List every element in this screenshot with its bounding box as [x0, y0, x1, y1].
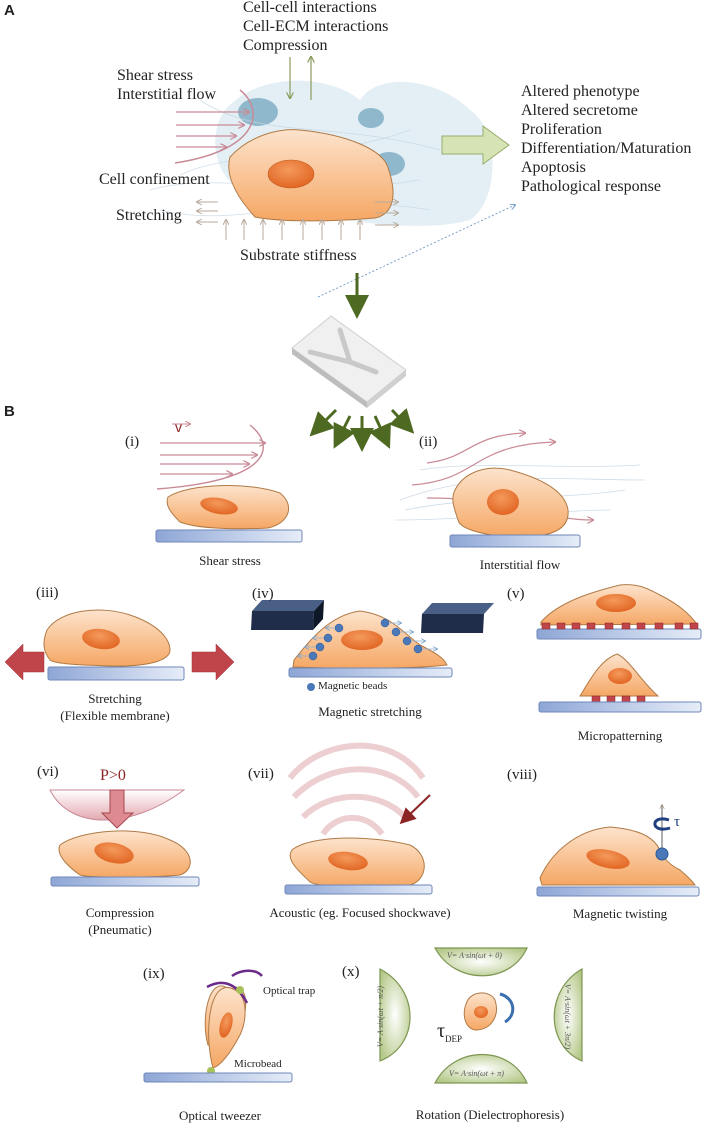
shear-labels: Shear stress Interstitial flow	[117, 66, 216, 104]
dep-subscript: DEP	[445, 1034, 463, 1044]
torque-symbol: τ	[674, 814, 681, 830]
caption-compression: Compression (Pneumatic)	[60, 904, 180, 938]
diagram-dielectrophoresis	[379, 947, 583, 1084]
label-microbead: Microbead	[234, 1058, 282, 1070]
label-shear-stress: Shear stress	[117, 67, 193, 84]
stretching-arrows	[197, 202, 398, 225]
outcome-item: Differentiation/Maturation	[521, 140, 692, 157]
diagram-optical-tweezer	[143, 969, 293, 1083]
label-compression: Compression	[243, 37, 328, 54]
velocity-symbol: v	[175, 419, 182, 435]
pressure-label: P>0	[100, 767, 126, 784]
diagram-compression	[49, 789, 200, 887]
electrode-label-right: V= A·sin(ωt + 3π/2)	[563, 983, 573, 1050]
label-cell-cell: Cell-cell interactions	[243, 0, 377, 16]
electrode-label-bottom: V= A·sin(ωt + π)	[449, 1069, 504, 1078]
label-vi: (vi)	[37, 764, 59, 780]
label-cell-confinement: Cell confinement	[99, 171, 210, 188]
microfluidic-chip-icon	[291, 315, 407, 408]
label-substrate-stiffness: Substrate stiffness	[240, 247, 357, 264]
diagram-micropatterning	[536, 584, 702, 713]
substrate-stiffness-arrows	[226, 220, 360, 240]
caption-magnetic-twisting: Magnetic twisting	[572, 906, 668, 921]
outcome-arrow	[441, 125, 510, 165]
left-stretch-arrow	[4, 643, 45, 681]
label-x: (x)	[342, 964, 360, 980]
rotation-arrow-icon	[499, 992, 515, 1024]
branch-arrows	[309, 408, 415, 452]
electrode-top	[433, 947, 528, 977]
outcome-item: Proliferation	[521, 121, 602, 138]
electrode-right	[553, 967, 583, 1062]
legend-magnetic-beads: Magnetic beads	[318, 680, 388, 692]
caption-shear-stress: Shear stress	[199, 553, 261, 568]
outcome-item: Altered phenotype	[521, 83, 640, 100]
diagram-stretching	[4, 609, 235, 681]
tau-symbol: τ	[437, 1020, 446, 1042]
panel-label-a: A	[4, 2, 15, 19]
shear-flow-arrows	[174, 89, 254, 164]
caption-line: (Flexible membrane)	[60, 708, 170, 723]
torque-dep-label: τDEP	[437, 1020, 462, 1044]
magnetic-bead-icon	[308, 618, 423, 661]
electrode-label-top: V= A·sin(ωt + 0)	[447, 951, 502, 960]
label-iv: (iv)	[252, 586, 274, 602]
diagram-acoustic	[284, 742, 433, 895]
electrode-label-left: V= A·sin(ωt + π/2)	[376, 985, 386, 1048]
caption-line: Stretching	[88, 691, 142, 706]
caption-acoustic: Acoustic (eg. Focused shockwave)	[269, 905, 451, 920]
label-cell-ecm: Cell-ECM interactions	[243, 18, 389, 35]
right-stretch-arrow	[191, 643, 235, 681]
label-stretching: Stretching	[116, 207, 182, 224]
bg-nucleus	[358, 108, 384, 128]
electrode-left	[379, 968, 411, 1062]
caption-optical-tweezer: Optical tweezer	[179, 1108, 261, 1123]
main-nucleus	[267, 159, 315, 189]
diagram-magnetic-twisting	[536, 805, 700, 897]
outcome-item: Pathological response	[521, 178, 661, 195]
dotted-link	[317, 205, 515, 298]
compression-arrows	[290, 57, 311, 100]
diagram-shear-stress	[155, 424, 303, 543]
label-iii: (iii)	[36, 585, 59, 601]
electrode-bottom	[434, 1053, 528, 1084]
label-ix: (ix)	[143, 966, 165, 982]
caption-line: Compression	[85, 905, 155, 920]
label-optical-trap: Optical trap	[263, 985, 316, 997]
label-ii: (ii)	[419, 434, 438, 450]
label-i: (i)	[125, 434, 140, 450]
bg-nucleus	[238, 98, 278, 126]
diagram-magnetic-stretching	[251, 600, 494, 691]
caption-rotation: Rotation (Dielectrophoresis)	[415, 1107, 565, 1122]
outcome-list: Altered phenotype Altered secretome Prol…	[521, 82, 691, 196]
panel-label-b: B	[4, 403, 15, 420]
top-labels: Cell-cell interactions Cell-ECM interact…	[243, 0, 388, 55]
caption-interstitial-flow: Interstitial flow	[479, 557, 561, 572]
outcome-item: Altered secretome	[521, 102, 638, 119]
caption-stretching: Stretching (Flexible membrane)	[45, 690, 185, 724]
label-interstitial-flow: Interstitial flow	[117, 86, 217, 103]
legend-bead-icon	[307, 683, 315, 691]
diagram-interstitial-flow	[394, 433, 646, 548]
outcome-item: Apoptosis	[521, 159, 586, 176]
label-vii: (vii)	[248, 766, 274, 782]
label-v: (v)	[507, 586, 525, 602]
trap-bead-icon	[236, 986, 244, 994]
caption-micropatterning: Micropatterning	[577, 728, 663, 743]
caption-magnetic-stretching: Magnetic stretching	[318, 704, 422, 719]
label-viii: (viii)	[507, 767, 537, 783]
caption-line: (Pneumatic)	[88, 922, 152, 937]
